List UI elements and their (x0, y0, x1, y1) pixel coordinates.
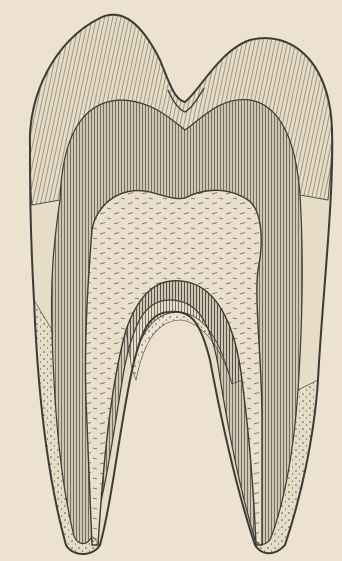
tooth-section-illustration (0, 0, 342, 561)
